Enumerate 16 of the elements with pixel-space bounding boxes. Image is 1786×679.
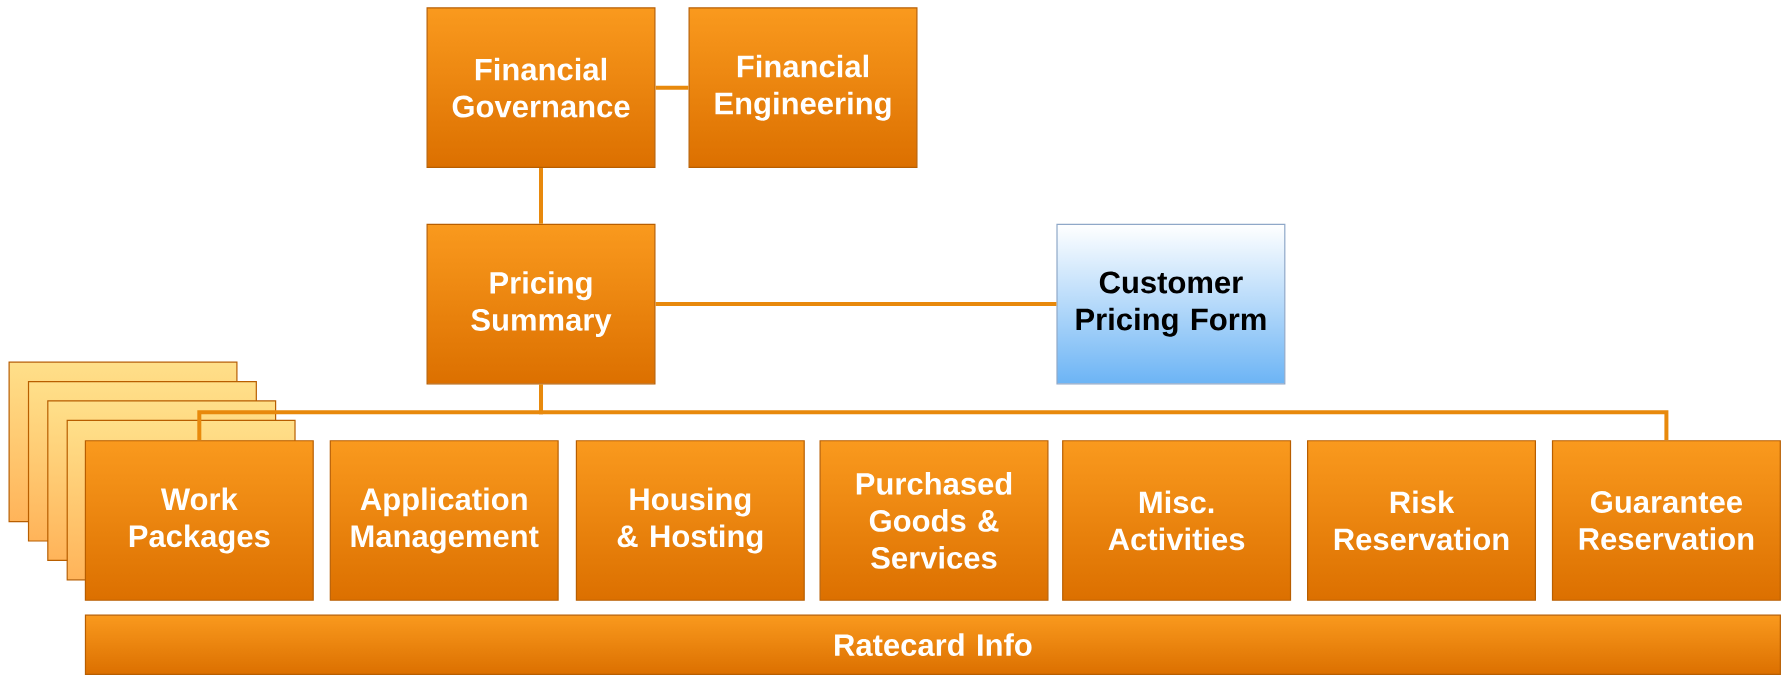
connector-line — [655, 85, 689, 90]
process-box: Work Packages — [84, 440, 314, 601]
process-box: Purchased Goods & Services — [819, 440, 1049, 601]
connector-line — [539, 168, 543, 224]
process-box: Application Management — [329, 440, 559, 601]
process-box: Risk Reservation — [1307, 440, 1536, 601]
banner-box: Ratecard Info — [84, 614, 1781, 675]
process-box: Pricing Summary — [426, 223, 656, 385]
connector-line — [655, 302, 1057, 307]
process-box: Housing & Hosting — [575, 440, 805, 601]
connector-line — [539, 384, 1669, 441]
process-box: Guarantee Reservation — [1551, 440, 1781, 601]
process-box: Financial Governance — [426, 7, 656, 169]
process-box: Misc. Activities — [1062, 440, 1292, 601]
form-box: Customer Pricing Form — [1056, 223, 1286, 385]
process-box: Financial Engineering — [688, 7, 918, 169]
